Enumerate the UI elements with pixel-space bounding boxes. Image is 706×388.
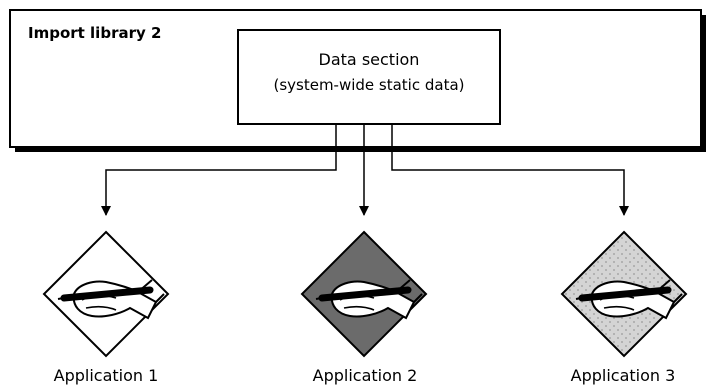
- data-section-box: [237, 29, 501, 125]
- application-1-label: Application 1: [53, 366, 159, 385]
- application-3-label: Application 3: [570, 366, 676, 385]
- connector-app1: [101, 124, 337, 216]
- data-section-subtitle: (system-wide static data): [273, 76, 465, 94]
- application-2-icon: [300, 230, 428, 358]
- application-2-label: Application 2: [312, 366, 418, 385]
- application-3-icon: [560, 230, 688, 358]
- library-title: Import library 2: [28, 24, 162, 42]
- connector-app3: [391, 124, 629, 216]
- data-section-title: Data section: [318, 50, 420, 69]
- application-1-icon: [42, 230, 170, 358]
